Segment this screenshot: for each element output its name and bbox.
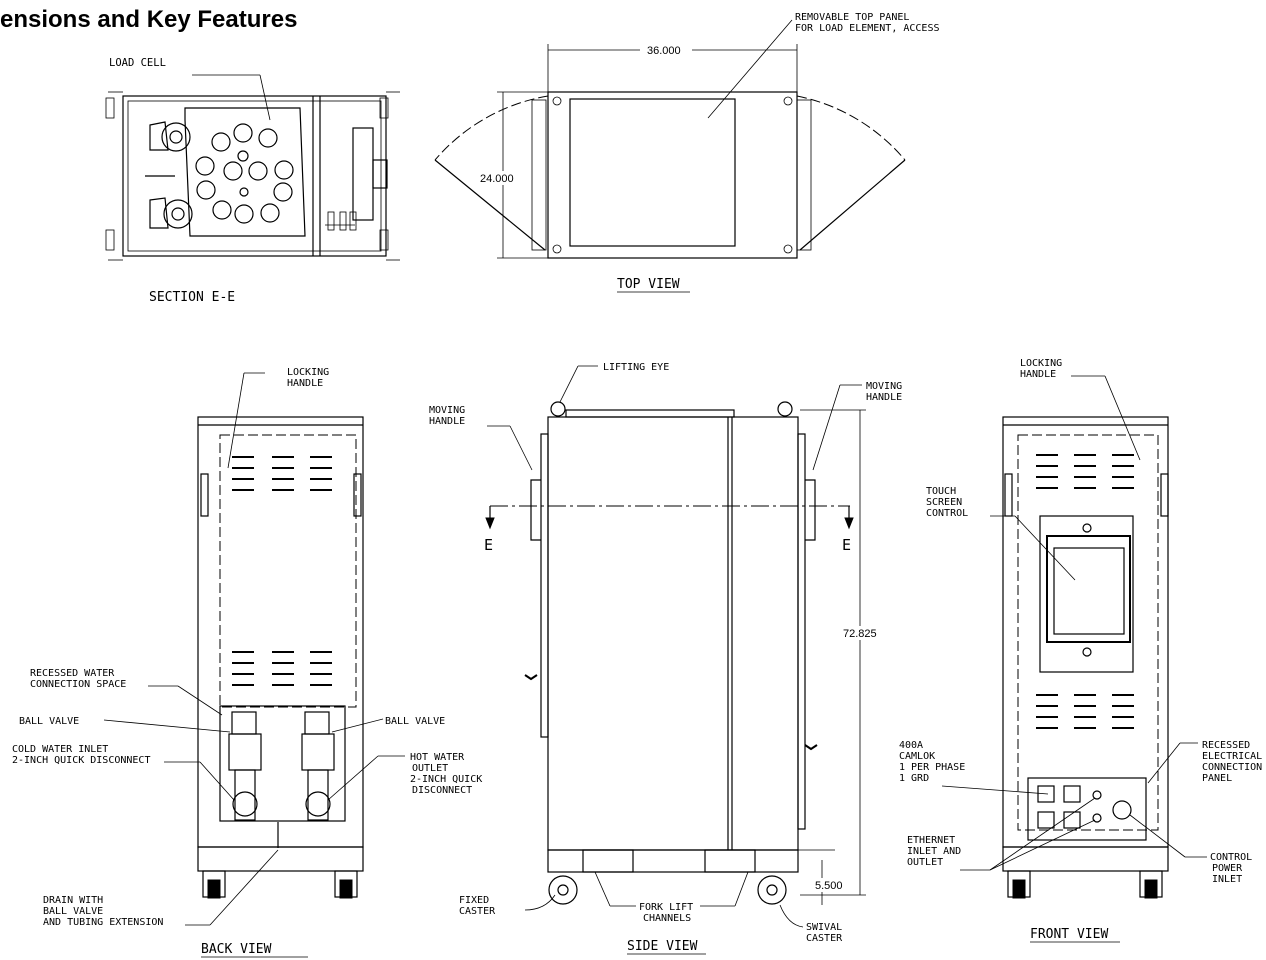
fixed-caster-1: FIXED — [459, 895, 489, 906]
recessed-water-2: CONNECTION SPACE — [30, 679, 126, 690]
touch-screen-3: CONTROL — [926, 508, 968, 519]
side-view-title: SIDE VIEW — [627, 939, 698, 954]
front-view-title: FRONT VIEW — [1030, 927, 1108, 942]
recessed-water-1: RECESSED WATER — [30, 668, 115, 679]
dim-width: 36.000 — [647, 45, 681, 57]
camlok-1: 400A — [899, 740, 923, 751]
touch-screen-1: TOUCH — [926, 486, 956, 497]
ethernet-2: INLET AND — [907, 846, 961, 857]
recessed-elec-1: RECESSED — [1202, 740, 1250, 751]
hot-water-1: HOT WATER — [410, 752, 465, 763]
section-mark-right: E — [842, 536, 851, 554]
load-cell-label: LOAD CELL — [109, 57, 166, 69]
moving-handle-right-1: MOVING — [866, 381, 902, 392]
locking-handle-front-2: HANDLE — [1020, 369, 1056, 380]
touch-screen-2: SCREEN — [926, 497, 962, 508]
camlok-2: CAMLOK — [899, 751, 935, 762]
control-power-2: POWER — [1212, 863, 1243, 874]
drain-1: DRAIN WITH — [43, 895, 103, 906]
back-view: LOCKING HANDLE RECESSED WATER CONNECTION… — [12, 367, 482, 958]
ball-valve-right: BALL VALVE — [385, 716, 445, 727]
section-e-e-title: SECTION E-E — [149, 290, 235, 305]
page-title: ensions and Key Features — [0, 6, 297, 33]
recessed-elec-3: CONNECTION — [1202, 762, 1262, 773]
moving-handle-left-1: MOVING — [429, 405, 465, 416]
moving-handle-right-2: HANDLE — [866, 392, 902, 403]
locking-handle-front-1: LOCKING — [1020, 358, 1062, 369]
removable-top-label-2: FOR LOAD ELEMENT, ACCESS — [795, 23, 940, 34]
drain-2: BALL VALVE — [43, 906, 103, 917]
swivel-caster-1: SWIVAL — [806, 922, 842, 933]
section-e-e-view: LOAD CELL SECTION E-E — [105, 57, 400, 305]
hot-water-4: DISCONNECT — [412, 785, 472, 796]
fork-lift-1: FORK LIFT — [639, 902, 693, 913]
locking-handle-back-1: LOCKING — [287, 367, 329, 378]
hot-water-3: 2-INCH QUICK — [410, 774, 482, 785]
moving-handle-left-2: HANDLE — [429, 416, 465, 427]
top-view-title: TOP VIEW — [617, 277, 680, 292]
cold-water-2: 2-INCH QUICK DISCONNECT — [12, 755, 150, 766]
section-mark-left: E — [484, 536, 493, 554]
lifting-eye-label: LIFTING EYE — [603, 362, 669, 373]
dim-depth: 24.000 — [480, 173, 514, 185]
recessed-elec-2: ELECTRICAL — [1202, 751, 1262, 762]
cold-water-1: COLD WATER INLET — [12, 744, 108, 755]
fork-lift-2: CHANNELS — [643, 913, 691, 924]
removable-top-label-1: REMOVABLE TOP PANEL — [795, 12, 909, 23]
control-power-3: INLET — [1212, 874, 1242, 885]
swivel-caster-2: CASTER — [806, 933, 843, 944]
ball-valve-left: BALL VALVE — [19, 716, 79, 727]
ethernet-3: OUTLET — [907, 857, 943, 868]
side-view: E E 72.825 5.500 LIFTING EYE MOVING HAND… — [429, 362, 902, 955]
locking-handle-back-2: HANDLE — [287, 378, 323, 389]
recessed-elec-4: PANEL — [1202, 773, 1232, 784]
top-view: 36.000 24.000 REMOVABLE TOP PANEL FOR LO… — [434, 12, 940, 293]
ethernet-1: ETHERNET — [907, 835, 955, 846]
front-view: LOCKING HANDLE TOUCH SCREEN CONTROL 400A… — [899, 358, 1262, 943]
dim-caster: 5.500 — [815, 880, 843, 892]
back-view-title: BACK VIEW — [201, 942, 272, 957]
control-power-1: CONTROL — [1210, 852, 1252, 863]
camlok-3: 1 PER PHASE — [899, 762, 965, 773]
camlok-4: 1 GRD — [899, 773, 929, 784]
hot-water-2: OUTLET — [412, 763, 448, 774]
drain-3: AND TUBING EXTENSION — [43, 917, 163, 928]
dim-height: 72.825 — [843, 628, 877, 640]
fixed-caster-2: CASTER — [459, 906, 496, 917]
